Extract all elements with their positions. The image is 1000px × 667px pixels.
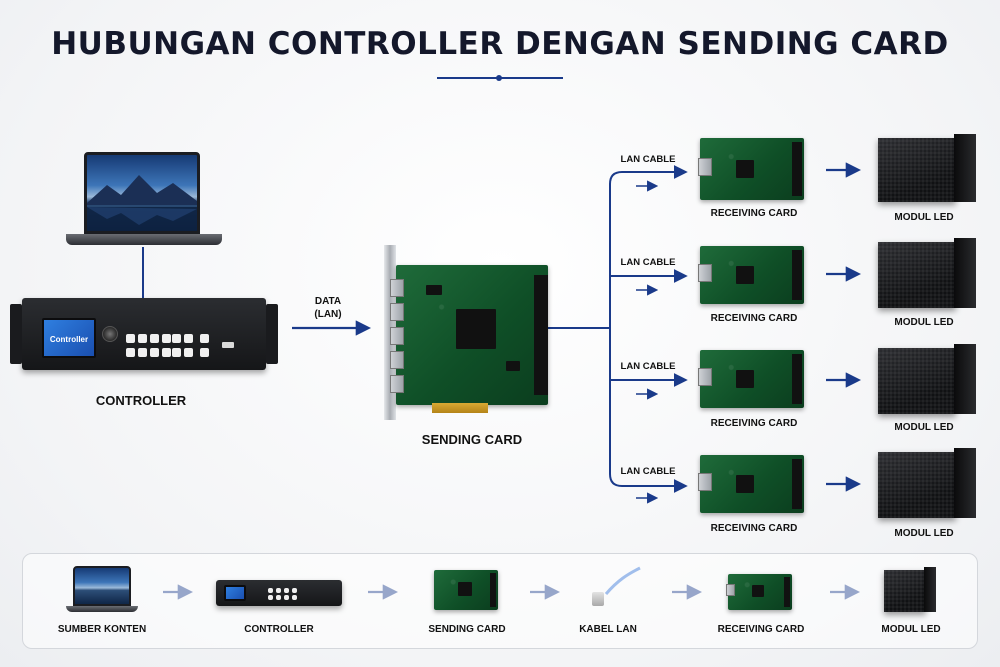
receiving-card-icon-4: [698, 455, 804, 513]
led-module-icon-1: [878, 138, 956, 202]
flow-lan-plug: [592, 592, 604, 606]
receiving-card-icon-2: [698, 246, 804, 304]
controller-key: [162, 334, 171, 343]
rack-ear-right: [266, 304, 278, 364]
controller-device: Controller: [10, 298, 278, 370]
branch-bus: [609, 171, 623, 487]
flow-receiving-card-icon: [726, 574, 792, 610]
receiving-card-label-2: RECEIVING CARD: [710, 313, 798, 324]
sending-card-board: [390, 265, 548, 405]
title-underline-dot: [496, 75, 502, 81]
flow-step-5-label: RECEIVING CARD: [717, 624, 805, 635]
flow-summary-panel: [22, 553, 978, 649]
flow-step-3-label: SENDING CARD: [428, 624, 506, 635]
flow-step-2-label: CONTROLLER: [244, 624, 314, 635]
controller-lcd: Controller: [42, 318, 96, 358]
controller-key: [172, 334, 181, 343]
controller-key: [150, 348, 159, 357]
lan-cable-label-4: LAN CABLE: [620, 466, 676, 477]
receiving-card-icon-3: [698, 350, 804, 408]
rack-ear-left: [10, 304, 22, 364]
receiving-card-label-1: RECEIVING CARD: [710, 208, 798, 219]
controller-key: [138, 348, 147, 357]
led-module-label-3: MODUL LED: [894, 422, 954, 433]
flow-laptop-icon: [66, 566, 138, 614]
flow-step-4-label: KABEL LAN: [579, 624, 637, 635]
flow-led-module-side: [924, 567, 936, 612]
controller-key: [200, 348, 209, 357]
flow-sending-card-icon: [434, 570, 498, 610]
sending-card-edge-connector: [432, 403, 488, 413]
led-module-icon-4: [878, 452, 956, 518]
data-label-lan: (LAN): [314, 309, 342, 320]
receiving-card-icon-1: [698, 138, 804, 200]
led-module-side-3: [954, 344, 976, 414]
led-module-label-1: MODUL LED: [894, 212, 954, 223]
led-module-side-4: [954, 448, 976, 518]
controller-label: CONTROLLER: [95, 393, 187, 408]
controller-key: [200, 334, 209, 343]
controller-usb-port: [222, 342, 234, 348]
controller-key: [126, 334, 135, 343]
page-title: HUBUNGAN CONTROLLER DENGAN SENDING CARD: [51, 26, 949, 62]
lan-cable-label-1: LAN CABLE: [620, 154, 676, 165]
flow-led-module-icon: [884, 570, 926, 612]
controller-key: [126, 348, 135, 357]
sending-card-label: SENDING CARD: [421, 432, 523, 447]
controller-key: [184, 334, 193, 343]
controller-key: [172, 348, 181, 357]
flow-step-6-label: MODUL LED: [881, 624, 941, 635]
led-module-label-2: MODUL LED: [894, 317, 954, 328]
led-module-icon-3: [878, 348, 956, 414]
flow-controller-icon: [216, 580, 342, 606]
data-label: DATA: [314, 296, 342, 307]
lan-cable-label-2: LAN CABLE: [620, 257, 676, 268]
sending-card-icon: [380, 245, 552, 420]
controller-key: [162, 348, 171, 357]
controller-key: [150, 334, 159, 343]
controller-lcd-text: Controller: [49, 335, 89, 344]
receiving-card-label-3: RECEIVING CARD: [710, 418, 798, 429]
controller-key: [138, 334, 147, 343]
led-module-icon-2: [878, 242, 956, 308]
controller-key: [184, 348, 193, 357]
controller-knob: [102, 326, 118, 342]
laptop-icon: [66, 152, 222, 248]
receiving-card-label-4: RECEIVING CARD: [710, 523, 798, 534]
led-module-side-2: [954, 238, 976, 308]
flow-step-1-label: SUMBER KONTEN: [57, 624, 147, 635]
led-module-label-4: MODUL LED: [894, 528, 954, 539]
lan-cable-label-3: LAN CABLE: [620, 361, 676, 372]
led-module-side-1: [954, 134, 976, 202]
